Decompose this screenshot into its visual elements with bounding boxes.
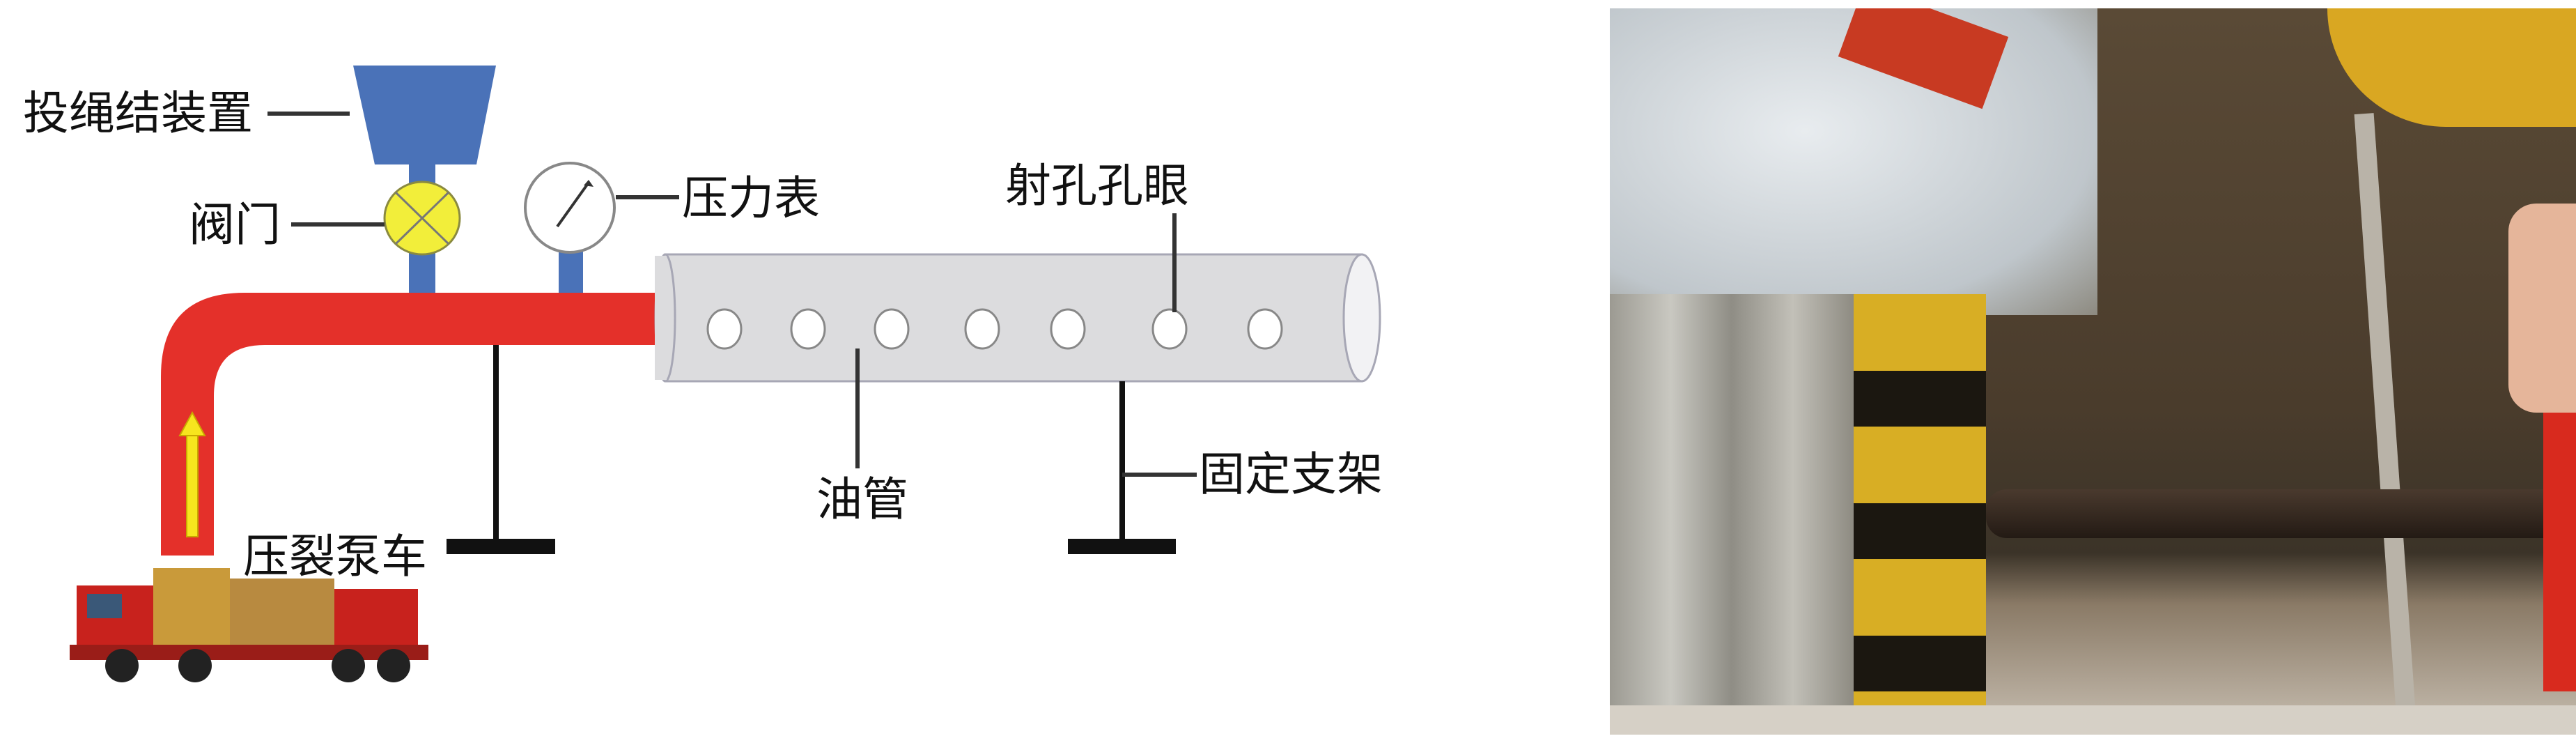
perforation-holes [706,308,1283,350]
label-frac-pump-truck: 压裂泵车 [243,530,427,583]
hand [2508,204,2576,413]
yellow-black-target [1854,294,1986,719]
frac-pump-truck-icon [70,568,428,682]
label-perforation-holes: 射孔孔眼 [1005,159,1189,213]
leader-lines [267,112,1197,477]
perforation-hole [964,308,1000,350]
flow-arrow-icon [178,411,206,537]
tubing [654,253,1381,383]
steel-strip [2354,113,2418,735]
rope-knot-device-funnel [353,66,496,164]
perforation-hole [706,308,743,350]
label-fixed-support: 固定支架 [1199,447,1383,501]
gauge-stem [559,247,583,294]
label-rope-knot-device: 投绳结装置 [23,86,253,140]
red-feed-pipe [161,293,669,556]
perforation-hole [1247,308,1283,350]
perforation-hole [874,308,910,350]
right-support [1068,381,1176,554]
label-valve: 阀门 [189,198,281,252]
perforation-hole [1151,308,1188,350]
left-support [447,345,555,554]
label-tubing: 油管 [816,473,908,526]
yellow-equipment [2327,8,2576,127]
steel-box [1610,294,1854,719]
pressure-gauge-icon [524,162,616,254]
perforation-hole [1050,308,1086,350]
red-sleeve [2543,413,2576,691]
perforation-hole [790,308,826,350]
valve-icon [383,181,461,256]
tubing-pipe [1986,489,2576,538]
floor [1610,705,2576,735]
label-pressure-gauge: 压力表 [682,171,820,225]
fracturing-test-schematic [70,66,1381,682]
field-test-photo [1610,8,2576,735]
